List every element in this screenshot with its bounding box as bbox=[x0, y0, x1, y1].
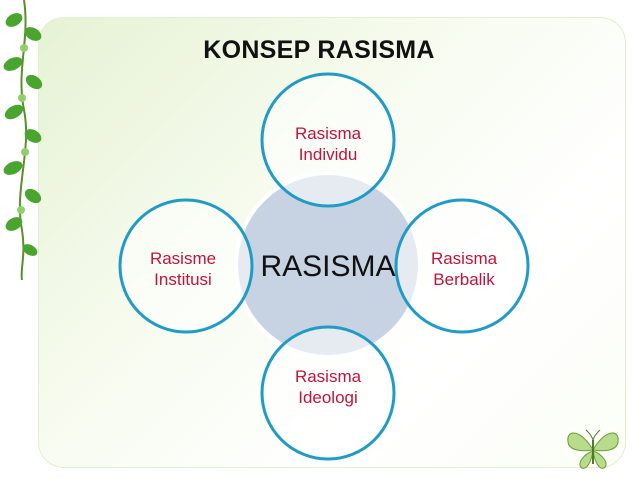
node-label-line2: Institusi bbox=[154, 270, 212, 289]
node-circle-institusi bbox=[118, 198, 254, 334]
node-circle-individu bbox=[260, 72, 396, 208]
center-label: RASISMA bbox=[260, 250, 395, 283]
node-label-line1: Rasisma bbox=[431, 249, 498, 268]
green-vine-decoration bbox=[3, 0, 43, 280]
slide-title: KONSEP RASISMA bbox=[203, 36, 435, 64]
node-label-line1: Rasisma bbox=[295, 367, 362, 386]
node-label-line1: Rasisma bbox=[295, 124, 362, 143]
node-circle-ideologi bbox=[260, 325, 396, 461]
node-circle-berbalik bbox=[394, 198, 530, 334]
node-label-line2: Ideologi bbox=[298, 388, 358, 407]
butterfly-icon bbox=[567, 429, 619, 469]
node-label-line2: Individu bbox=[299, 145, 358, 164]
node-label-line1: Rasisme bbox=[150, 249, 216, 268]
node-label-line2: Berbalik bbox=[433, 270, 495, 289]
